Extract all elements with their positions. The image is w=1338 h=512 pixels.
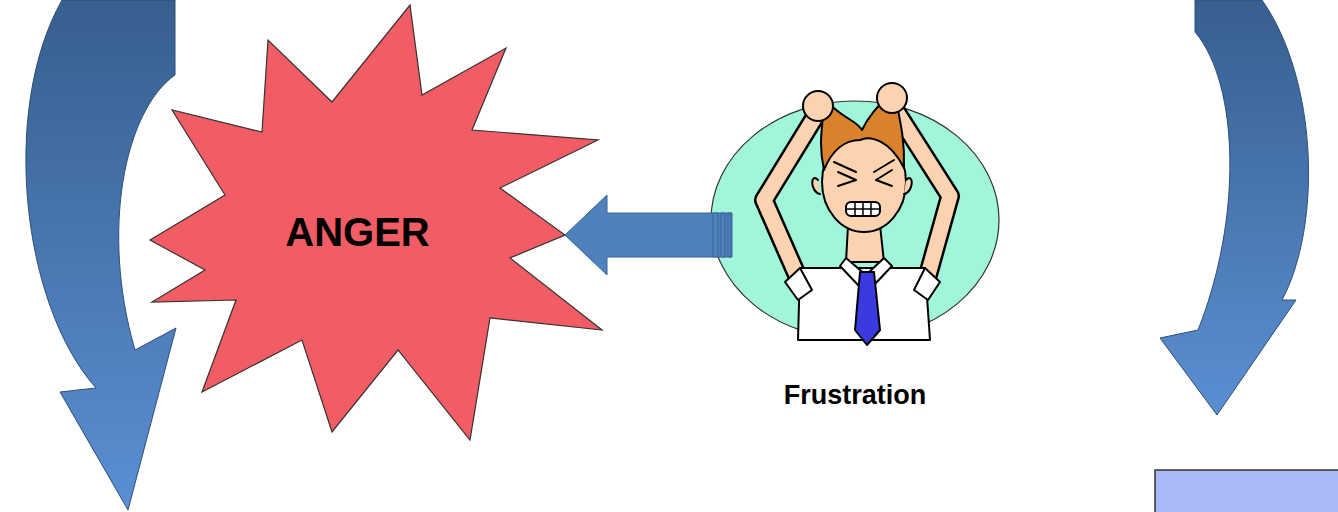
- node-label: Frustration: [710, 380, 1000, 411]
- arrow-stripe: [721, 213, 725, 257]
- arrow-body: [565, 195, 732, 275]
- starburst-shape: [150, 5, 602, 440]
- curved-arrow: [26, 0, 176, 510]
- empty-box: [1155, 470, 1338, 512]
- block-arrow: [565, 195, 732, 275]
- node-label: ANGER: [150, 210, 565, 255]
- arrow-stripe: [713, 213, 718, 257]
- emotion-starburst: ANGER: [150, 5, 565, 445]
- arrow-stripe: [728, 213, 731, 257]
- frustrated-man: [764, 83, 950, 345]
- curved-arrow: [1160, 0, 1309, 415]
